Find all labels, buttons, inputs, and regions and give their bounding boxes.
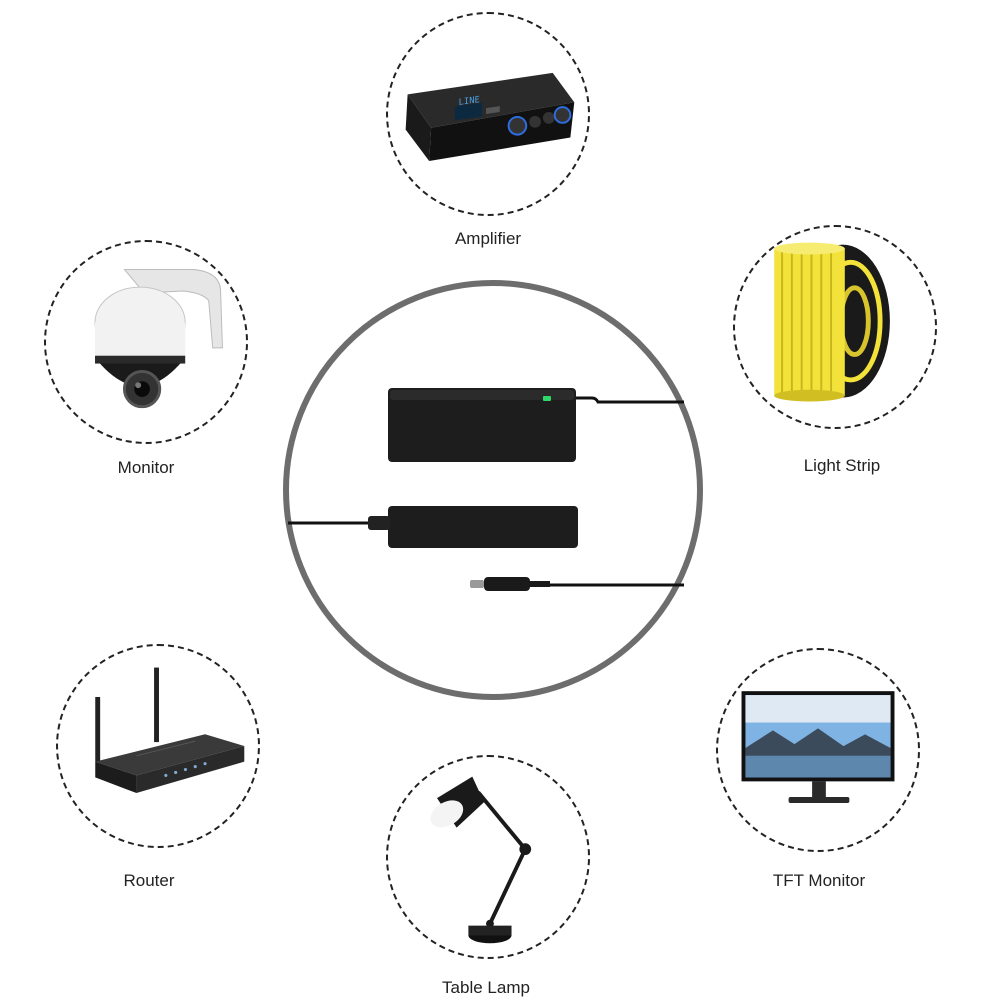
- monitor-ring: [44, 240, 248, 444]
- table-lamp-label: Table Lamp: [442, 978, 530, 997]
- router-ring: [56, 644, 260, 848]
- monitor-label: Monitor: [117, 458, 175, 477]
- security-camera-icon: [94, 268, 223, 409]
- amplifier-label: Amplifier: [454, 229, 522, 248]
- center-ring: [283, 280, 703, 700]
- router-icon: [95, 667, 245, 794]
- tft-monitor-icon: [741, 691, 895, 803]
- tft-monitor-ring: [716, 648, 920, 852]
- table-lamp-ring: [386, 755, 590, 959]
- amplifier-ring: LINE: [386, 12, 590, 216]
- light-strip-ring: [733, 225, 937, 429]
- router-label: Router: [123, 871, 175, 890]
- table-lamp-icon: [430, 776, 532, 944]
- tft-monitor-label: TFT Monitor: [772, 871, 866, 890]
- light-strip-label: Light Strip: [803, 456, 881, 475]
- amplifier-icon: LINE: [405, 72, 575, 162]
- led-strip-reel-icon: [774, 242, 890, 402]
- svg-text:LINE: LINE: [459, 95, 480, 108]
